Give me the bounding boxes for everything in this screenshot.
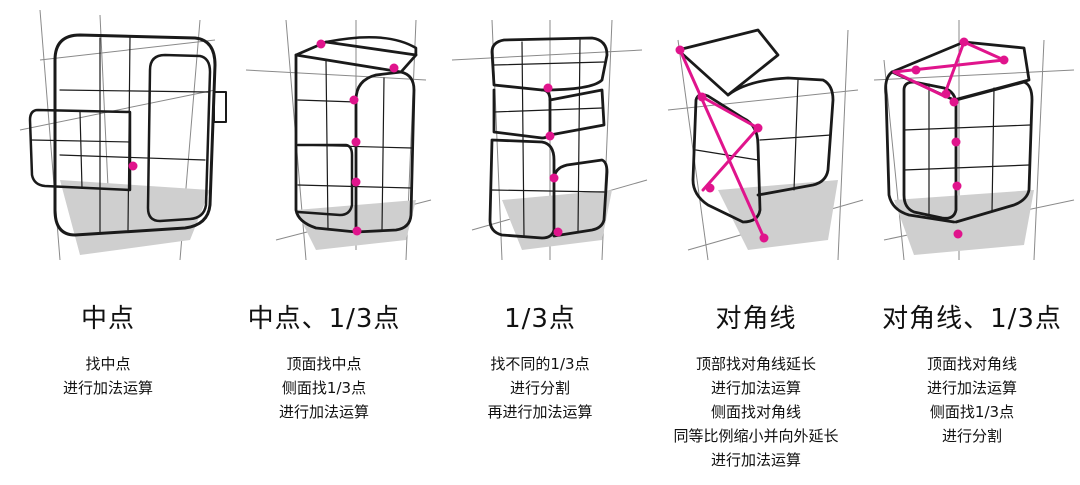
panel-midpoint-third: 中点、1/3点 顶面找中点 侧面找1/3点 进行加法运算 xyxy=(216,0,432,485)
cast-shadow xyxy=(718,180,838,250)
box-body xyxy=(884,40,1034,224)
sketch-midpoint-third xyxy=(245,19,432,261)
panel-title: 对角线 xyxy=(715,304,797,334)
desc-line: 进行加法运算 xyxy=(710,379,801,397)
panel-title: 对角线、1/3点 xyxy=(882,304,1062,334)
panel-description: 顶面找中点 侧面找1/3点 进行加法运算 xyxy=(216,352,432,424)
sketch-diagonal-third xyxy=(873,20,1075,261)
desc-line: 进行加法运算 xyxy=(278,403,369,421)
sketch-diagonal xyxy=(667,28,864,261)
cast-shadow xyxy=(894,190,1034,255)
panel-title: 1/3点 xyxy=(504,304,576,334)
panel-description: 顶面找对角线 进行加法运算 侧面找1/3点 进行分割 xyxy=(864,352,1080,448)
desc-line: 找中点 xyxy=(85,355,131,373)
accent-markers xyxy=(543,83,563,237)
diagonal-lines xyxy=(678,48,766,240)
desc-line: 进行分割 xyxy=(509,379,570,397)
desc-line: 再进行加法运算 xyxy=(487,403,593,421)
desc-line: 顶面找中点 xyxy=(286,355,362,373)
desc-line: 找不同的1/3点 xyxy=(490,355,590,373)
desc-line: 进行加法运算 xyxy=(926,379,1017,397)
accent-markers xyxy=(911,37,1009,239)
box-body xyxy=(28,33,227,237)
desc-line: 进行分割 xyxy=(941,427,1002,445)
sketch-midpoint xyxy=(19,9,227,261)
desc-line: 进行加法运算 xyxy=(62,379,153,397)
sketch-third xyxy=(451,19,648,261)
accent-markers xyxy=(316,39,399,236)
panel-title: 中点、1/3点 xyxy=(247,304,401,334)
midpoint-marker xyxy=(128,161,138,171)
desc-line: 同等比例缩小并向外延长 xyxy=(673,427,839,445)
desc-line: 顶面找对角线 xyxy=(926,355,1017,373)
panel-midpoint: 中点 找中点 进行加法运算 xyxy=(0,0,227,485)
desc-line: 侧面找1/3点 xyxy=(929,403,1015,421)
desc-line: 顶部找对角线延长 xyxy=(695,355,816,373)
accent-markers xyxy=(675,45,769,243)
panel-diagonal-third: 对角线、1/3点 顶面找对角线 进行加法运算 侧面找1/3点 进行分割 xyxy=(864,0,1080,485)
desc-line: 侧面找对角线 xyxy=(710,403,801,421)
cast-shadow xyxy=(60,180,210,255)
panel-diagonal: 对角线 顶部找对角线延长 进行加法运算 侧面找对角线 同等比例缩小并向外延长 进… xyxy=(648,0,864,485)
desc-line: 进行加法运算 xyxy=(710,451,801,469)
diagonal-lines xyxy=(892,40,1006,98)
cast-shadow xyxy=(502,190,612,250)
panel-third: 1/3点 找不同的1/3点 进行分割 再进行加法运算 xyxy=(432,0,648,485)
box-body xyxy=(294,35,418,234)
panel-description: 找不同的1/3点 进行分割 再进行加法运算 xyxy=(432,352,648,424)
panel-description: 找中点 进行加法运算 xyxy=(0,352,216,400)
panel-title: 中点 xyxy=(80,304,135,334)
desc-line: 侧面找1/3点 xyxy=(281,379,367,397)
panel-description: 顶部找对角线延长 进行加法运算 侧面找对角线 同等比例缩小并向外延长 进行加法运… xyxy=(648,352,864,472)
